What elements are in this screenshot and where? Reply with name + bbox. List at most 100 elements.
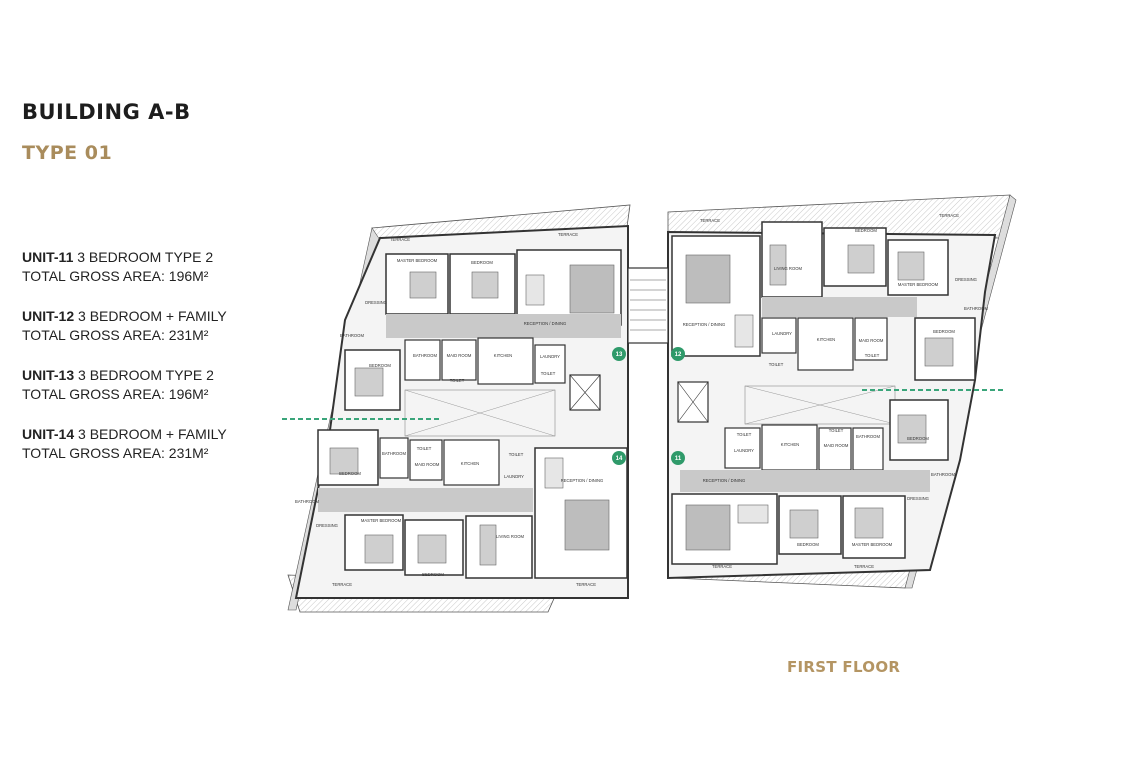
room-label: BEDROOM [797,542,819,547]
void [404,389,556,437]
unit-code: UNIT-13 [22,367,75,383]
kitchen-room [477,337,534,385]
room-label: MASTER BEDROOM [361,518,402,523]
laundry-room [534,344,566,384]
unit-desc: 3 BEDROOM + FAMILY [78,308,227,324]
room-label: RECEPTION / DINING [524,321,567,326]
room-label: MAID ROOM [447,353,472,358]
kitchen-room [761,424,818,471]
room-label: BEDROOM [369,363,391,368]
room-label: TERRACE [332,582,352,587]
room-label: KITCHEN [817,337,835,342]
room-label: TERRACE [558,232,578,237]
room-label: TERRACE [700,218,720,223]
living-room [465,515,533,579]
unit-badge: 12 [671,347,685,361]
unit-desc: 3 BEDROOM TYPE 2 [77,249,214,265]
room-label: LAUNDRY [540,354,560,359]
unit-list: UNIT-11 3 BEDROOM TYPE 2 TOTAL GROSS ARE… [22,248,322,484]
svg-text:11: 11 [675,456,682,462]
bathroom-room [379,437,409,479]
room-label: LAUNDRY [772,331,792,336]
room-label: KITCHEN [494,353,512,358]
unit-desc: 3 BEDROOM + FAMILY [78,426,227,442]
room-label: BEDROOM [933,329,955,334]
room-label: BATHROOM [856,434,880,439]
maid-room [409,439,443,481]
maid-room [818,427,852,471]
kitchen-room [797,317,854,371]
unit-item: UNIT-12 3 BEDROOM + FAMILY TOTAL GROSS A… [22,307,322,345]
left-block [287,204,631,613]
room-label: BEDROOM [907,436,929,441]
room-label: TOILET [769,362,784,367]
unit-item: UNIT-14 3 BEDROOM + FAMILY TOTAL GROSS A… [22,425,322,463]
unit-area: TOTAL GROSS AREA: 231M² [22,327,209,343]
circulation [762,297,917,317]
unit-code: UNIT-14 [22,426,75,442]
circulation [680,470,930,492]
room-label: MAID ROOM [824,443,849,448]
room-label: TOILET [541,371,556,376]
room-label: MAID ROOM [415,462,440,467]
room-label: DRESSING [316,523,338,528]
svg-text:13: 13 [616,352,623,358]
bathroom-room [404,339,441,381]
room-label: KITCHEN [781,442,799,447]
room-label: KITCHEN [461,461,479,466]
floor-label: FIRST FLOOR [787,658,901,676]
room-label: BATHROOM [340,333,364,338]
room-label: TERRACE [854,564,874,569]
page-title: BUILDING A-B [22,100,191,124]
room-label: RECEPTION / DINING [703,478,746,483]
room-label: TOILET [450,378,465,383]
room-label: DRESSING [907,496,929,501]
room-label: DRESSING [955,277,977,282]
unit-badge: 14 [612,451,626,465]
room-label: BEDROOM [471,260,493,265]
room-label: BEDROOM [855,228,877,233]
unit-code: UNIT-12 [22,308,75,324]
page-subtitle: TYPE 01 [22,142,113,164]
room-label: RECEPTION / DINING [683,322,726,327]
room-label: LAUNDRY [734,448,754,453]
unit-badge: 13 [612,347,626,361]
svg-text:12: 12 [675,352,682,358]
bathroom-room [852,427,884,471]
room-label: BATHROOM [382,451,406,456]
room-label: LAUNDRY [504,474,524,479]
kitchen-room [443,439,500,486]
maid-room [441,339,477,381]
room-label: BATHROOM [295,499,319,504]
room-label: BATHROOM [964,306,988,311]
room-label: LIVING ROOM [774,266,802,271]
room-label: LIVING ROOM [496,534,524,539]
room-label: BEDROOM [339,471,361,476]
circulation [318,488,533,512]
unit-code: UNIT-11 [22,249,74,265]
maid-room [854,317,888,361]
circulation [386,314,621,338]
room-label: TOILET [417,446,432,451]
room-label: BATHROOM [931,472,955,477]
unit-area: TOTAL GROSS AREA: 196M² [22,268,209,284]
room-label: TERRACE [390,237,410,242]
laundry-room [761,317,797,354]
room-label: TOILET [865,353,880,358]
room-label: MASTER BEDROOM [397,258,438,263]
room-label: MAID ROOM [859,338,884,343]
room-label: TOILET [509,452,524,457]
unit-area: TOTAL GROSS AREA: 231M² [22,445,209,461]
laundry-room [724,427,761,469]
room-label: TERRACE [712,564,732,569]
room-label: TERRACE [939,213,959,218]
unit-badge: 11 [671,451,685,465]
room-label: BEDROOM [422,572,444,577]
room-label: MASTER BEDROOM [852,542,893,547]
room-label: RECEPTION / DINING [561,478,604,483]
room-label: DRESSING [365,300,387,305]
room-label: TERRACE [576,582,596,587]
room-label: TOILET [737,432,752,437]
svg-text:14: 14 [616,456,623,462]
